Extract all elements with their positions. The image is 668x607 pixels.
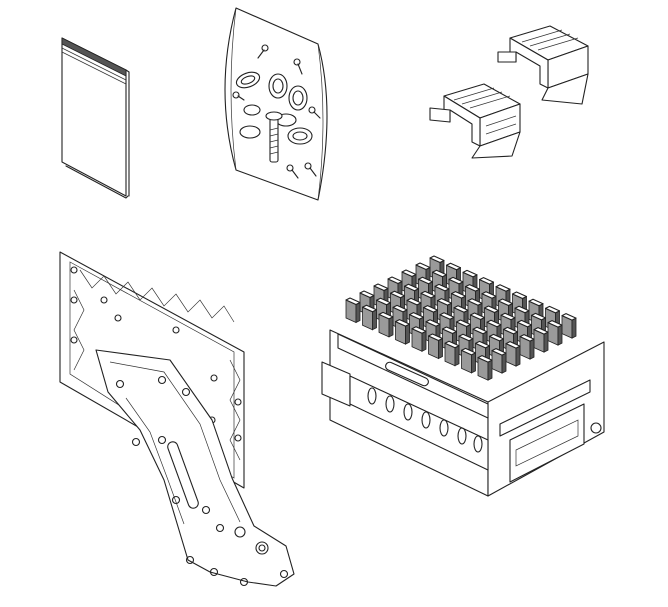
fin (491, 348, 507, 374)
fin (547, 320, 563, 346)
fin (394, 319, 411, 345)
bracket-plate-icon (59, 251, 295, 587)
clip-pair-icon (429, 25, 589, 159)
fin (378, 311, 394, 338)
fin (361, 304, 378, 331)
fin (519, 334, 535, 360)
finned-module-icon (321, 255, 605, 497)
fin-array (345, 255, 577, 381)
booklet-icon (61, 37, 130, 199)
fin (427, 333, 444, 360)
fin (345, 297, 361, 324)
fin (533, 327, 549, 353)
fin (460, 347, 477, 374)
fin (505, 341, 521, 367)
bag-of-screws-icon (224, 7, 328, 201)
fin (477, 355, 493, 381)
fin (411, 326, 427, 352)
fin (444, 340, 460, 367)
fin (561, 313, 577, 339)
